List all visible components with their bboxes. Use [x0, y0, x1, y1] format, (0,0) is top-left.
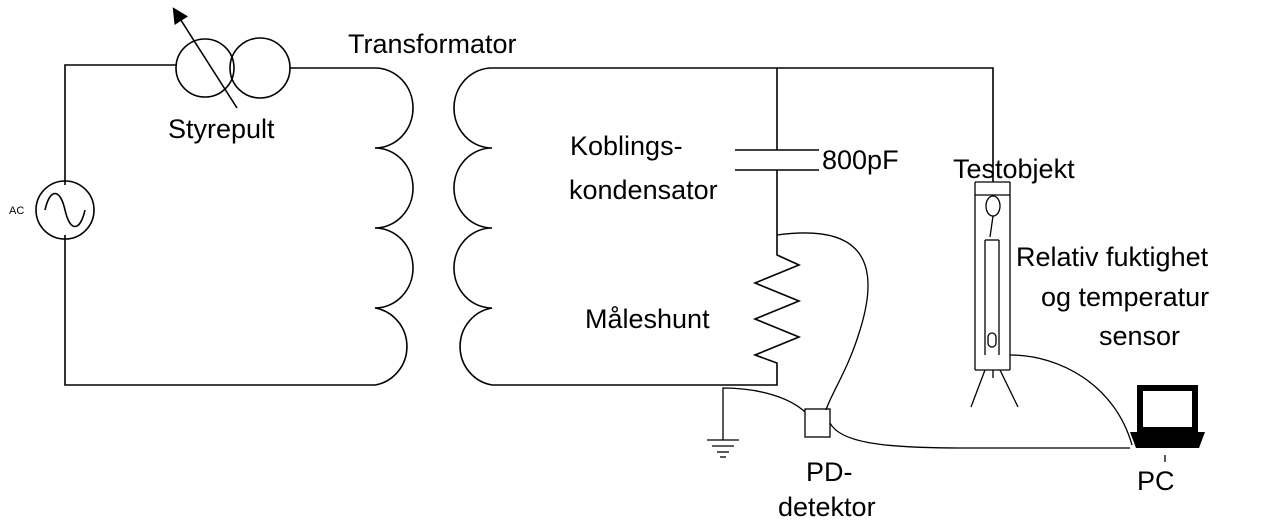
styrepult-symbol: Styrepult — [168, 7, 291, 144]
ac-label: AC — [9, 205, 24, 217]
coupling-capacitor: Koblings- kondensator 800pF — [569, 131, 899, 250]
transformer-symbol: Transformator — [348, 29, 517, 386]
sensor-label-line3: sensor — [1099, 321, 1180, 351]
sensor-cable — [1009, 354, 1133, 446]
testobjekt-label: Testobjekt — [953, 154, 1075, 184]
maleshunt-label: Måleshunt — [585, 304, 710, 334]
ground-symbol — [707, 387, 806, 458]
measuring-shunt: Måleshunt — [585, 250, 802, 372]
sensor-label-line2: og temperatur — [1041, 282, 1209, 312]
koblings-label-line2: kondensator — [569, 175, 718, 205]
signal-cable — [776, 232, 869, 411]
pd-label-line2: detektor — [778, 492, 876, 522]
styrepult-label: Styrepult — [168, 114, 275, 144]
koblings-label-line1: Koblings- — [570, 131, 683, 161]
pc-icon: PC — [1130, 385, 1205, 496]
test-object: Testobjekt Relativ fuktighet og temperat… — [953, 154, 1209, 408]
pc-label: PC — [1137, 466, 1175, 496]
secondary-loop-wiring — [492, 67, 994, 386]
sensor-label-line1: Relativ fuktighet — [1016, 242, 1209, 272]
transformator-label: Transformator — [348, 29, 517, 59]
primary-loop-wiring — [64, 64, 375, 386]
capacitance-label: 800pF — [822, 145, 899, 175]
pd-detector: PD- detektor — [778, 408, 1130, 522]
pd-label-line1: PD- — [806, 457, 853, 487]
ac-source: AC — [9, 180, 95, 240]
